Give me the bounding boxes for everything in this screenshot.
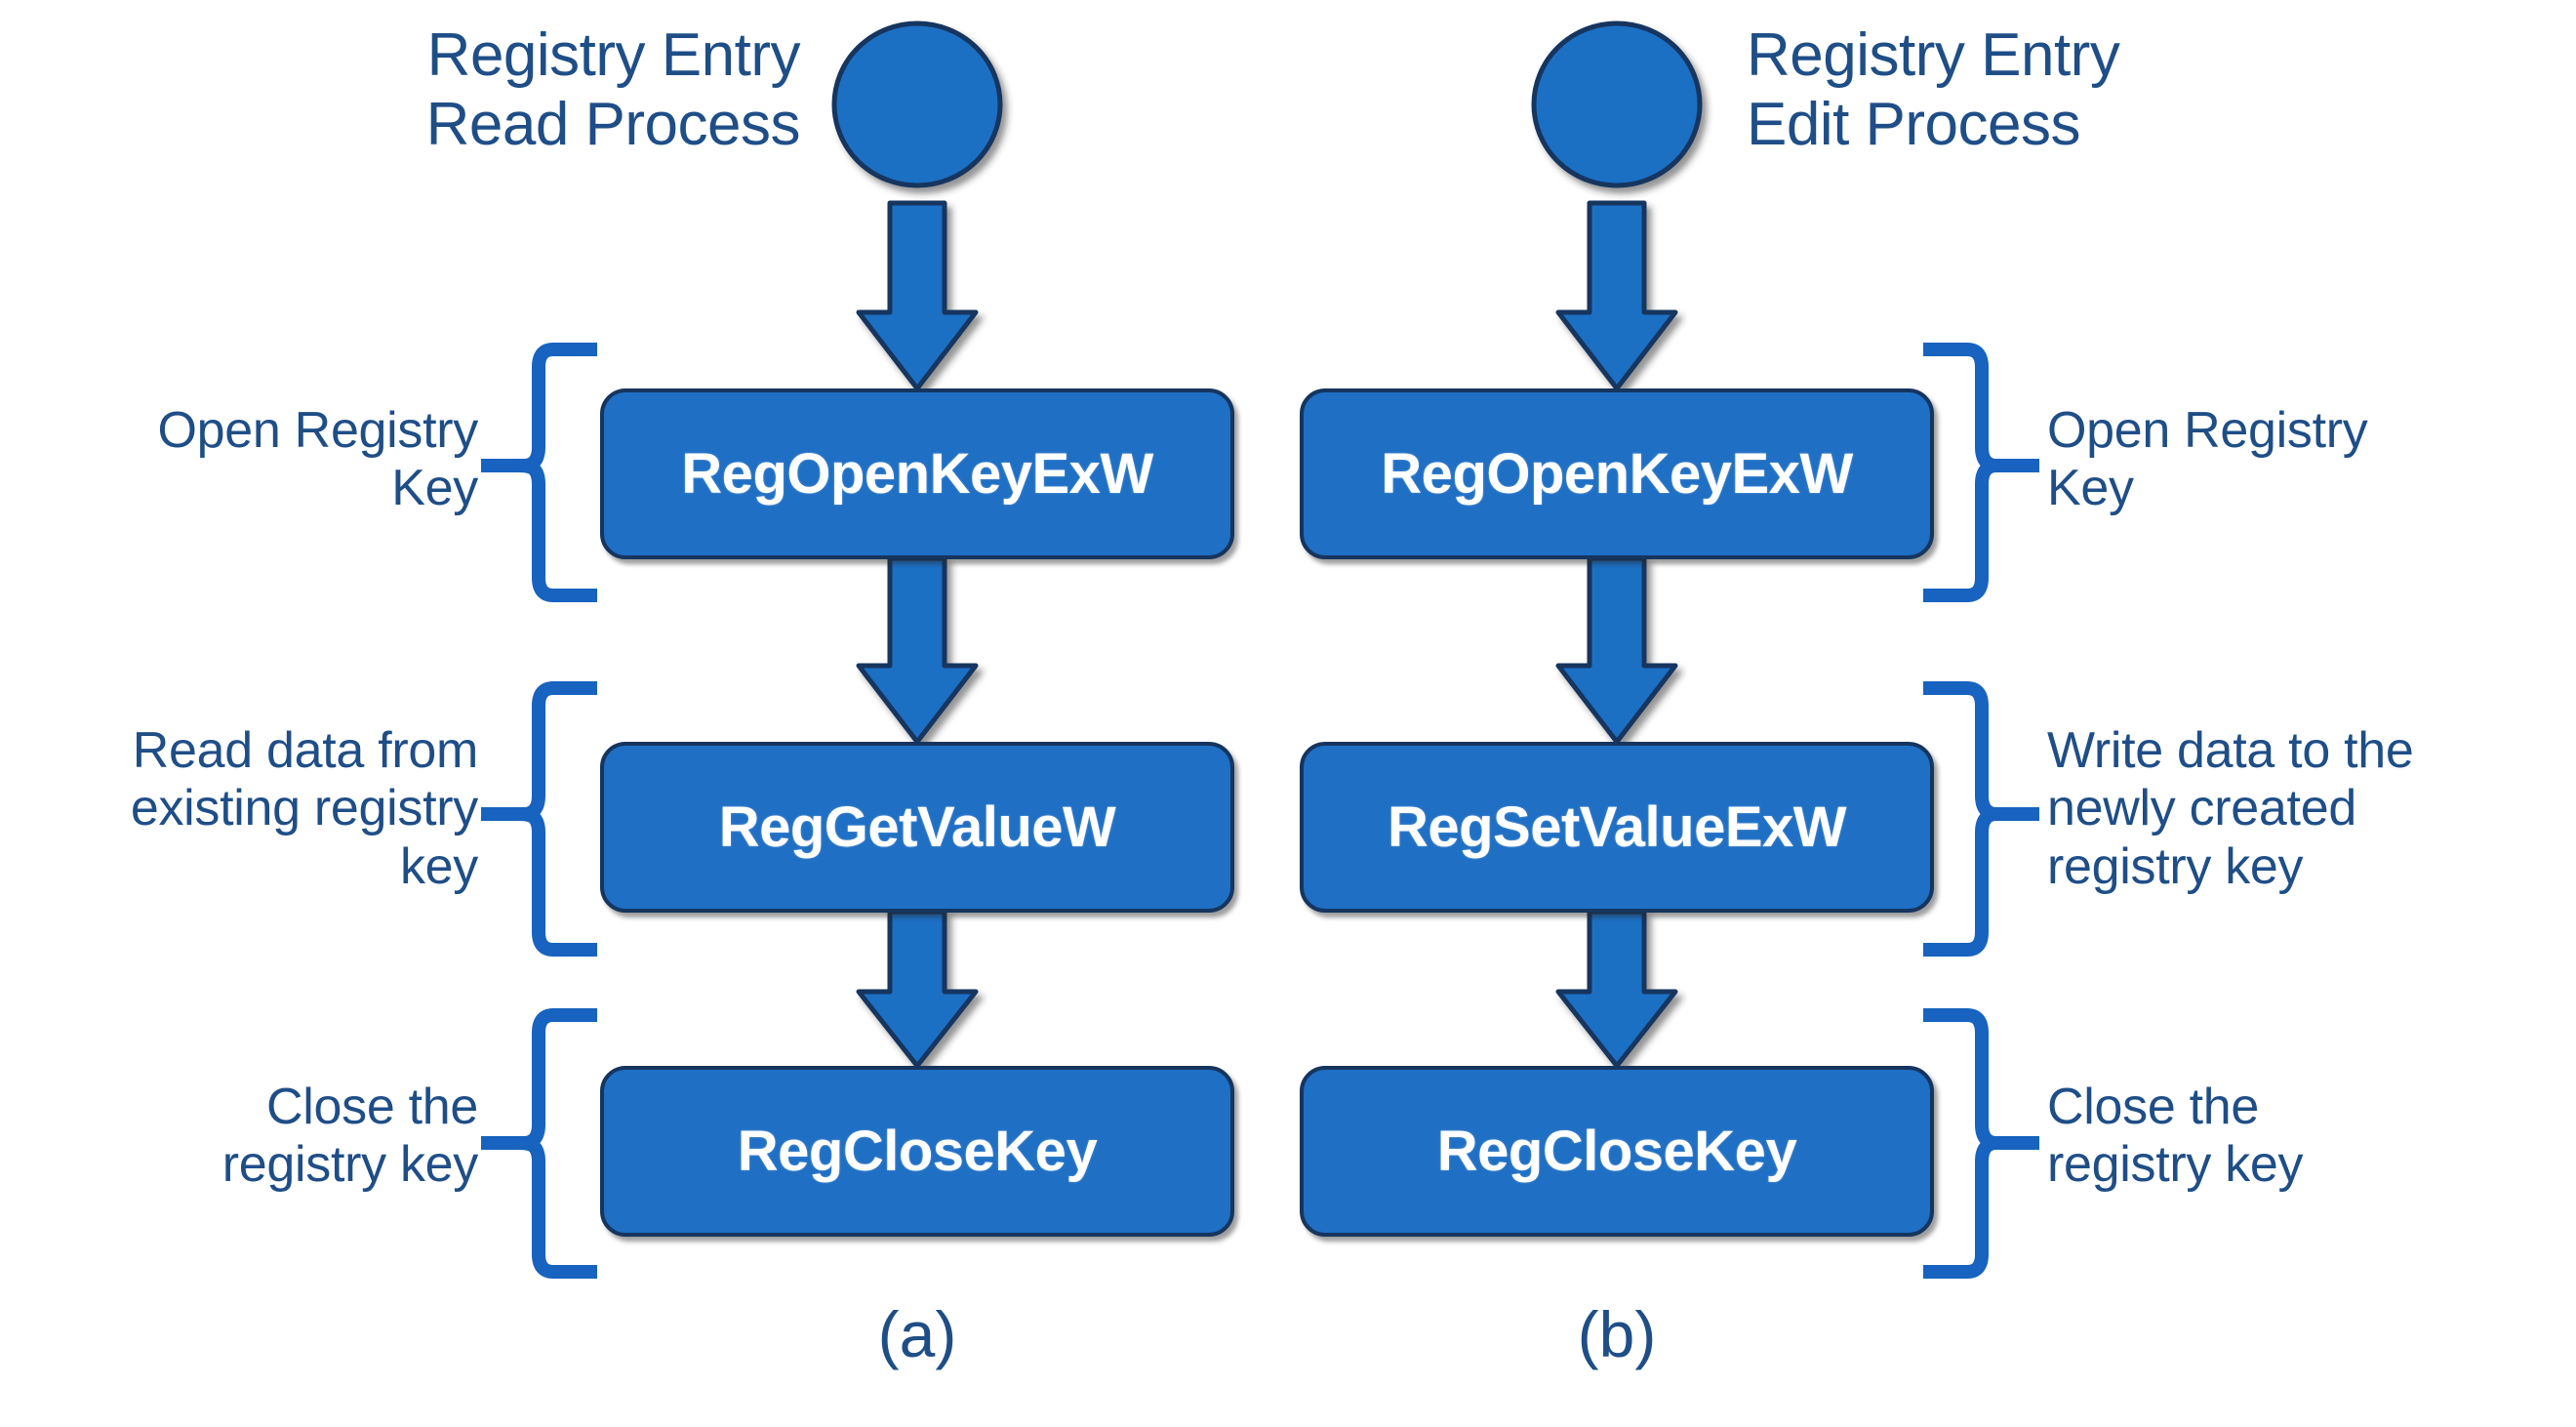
panel-a-step-2-label: RegGetValueW [718,795,1116,859]
panel-b-step-2-side-label: Write data to the newly created registry… [2047,722,2414,895]
panel-b-step-1-label: RegOpenKeyExW [1381,442,1853,506]
group-brace [1923,343,2039,602]
panel-a-step-2-box[interactable]: RegGetValueW [600,742,1234,913]
group-brace [481,1008,597,1279]
panel-a-step-3-label: RegCloseKey [737,1120,1098,1183]
panel-b-caption: (b) [1577,1298,1657,1370]
panel-b-step-3-label: RegCloseKey [1436,1120,1797,1183]
panel-b-step-3-side-label: Close the registry key [2047,1079,2304,1194]
group-brace [1923,1008,2039,1279]
panel-b-step-2-box[interactable]: RegSetValueExW [1300,742,1934,913]
panel-b-title: Registry Entry Edit Process [1747,21,2120,158]
panel-b-vectors [1531,20,2039,1279]
flow-arrow [1555,555,1678,745]
flow-arrow [856,909,979,1069]
flow-arrow [1555,200,1678,391]
panel-a-step-3-box[interactable]: RegCloseKey [600,1066,1234,1237]
group-brace [481,681,597,957]
panel-a-caption: (a) [877,1298,957,1370]
flow-arrow [856,555,979,745]
group-brace [1923,681,2039,957]
start-circle [831,20,1003,188]
panel-a-step-2-side-label: Read data from existing registry key [130,722,478,895]
group-brace [481,343,597,602]
panel-a-step-1-side-label: Open Registry Key [157,402,479,517]
panel-b-step-3-box[interactable]: RegCloseKey [1300,1066,1934,1237]
panel-a-title: Registry Entry Read Process [425,21,801,158]
panel-b-step-2-label: RegSetValueExW [1387,795,1847,859]
panel-b-step-1-side-label: Open Registry Key [2047,402,2368,517]
panel-a-step-1-label: RegOpenKeyExW [681,442,1153,506]
flow-arrow [1555,909,1678,1069]
flow-arrow [856,200,979,391]
panel-a-step-1-box[interactable]: RegOpenKeyExW [600,388,1234,559]
panel-a-step-3-side-label: Close the registry key [221,1079,479,1194]
panel-a-vectors [481,20,1003,1279]
start-circle [1531,20,1703,188]
panel-b-step-1-box[interactable]: RegOpenKeyExW [1300,388,1934,559]
